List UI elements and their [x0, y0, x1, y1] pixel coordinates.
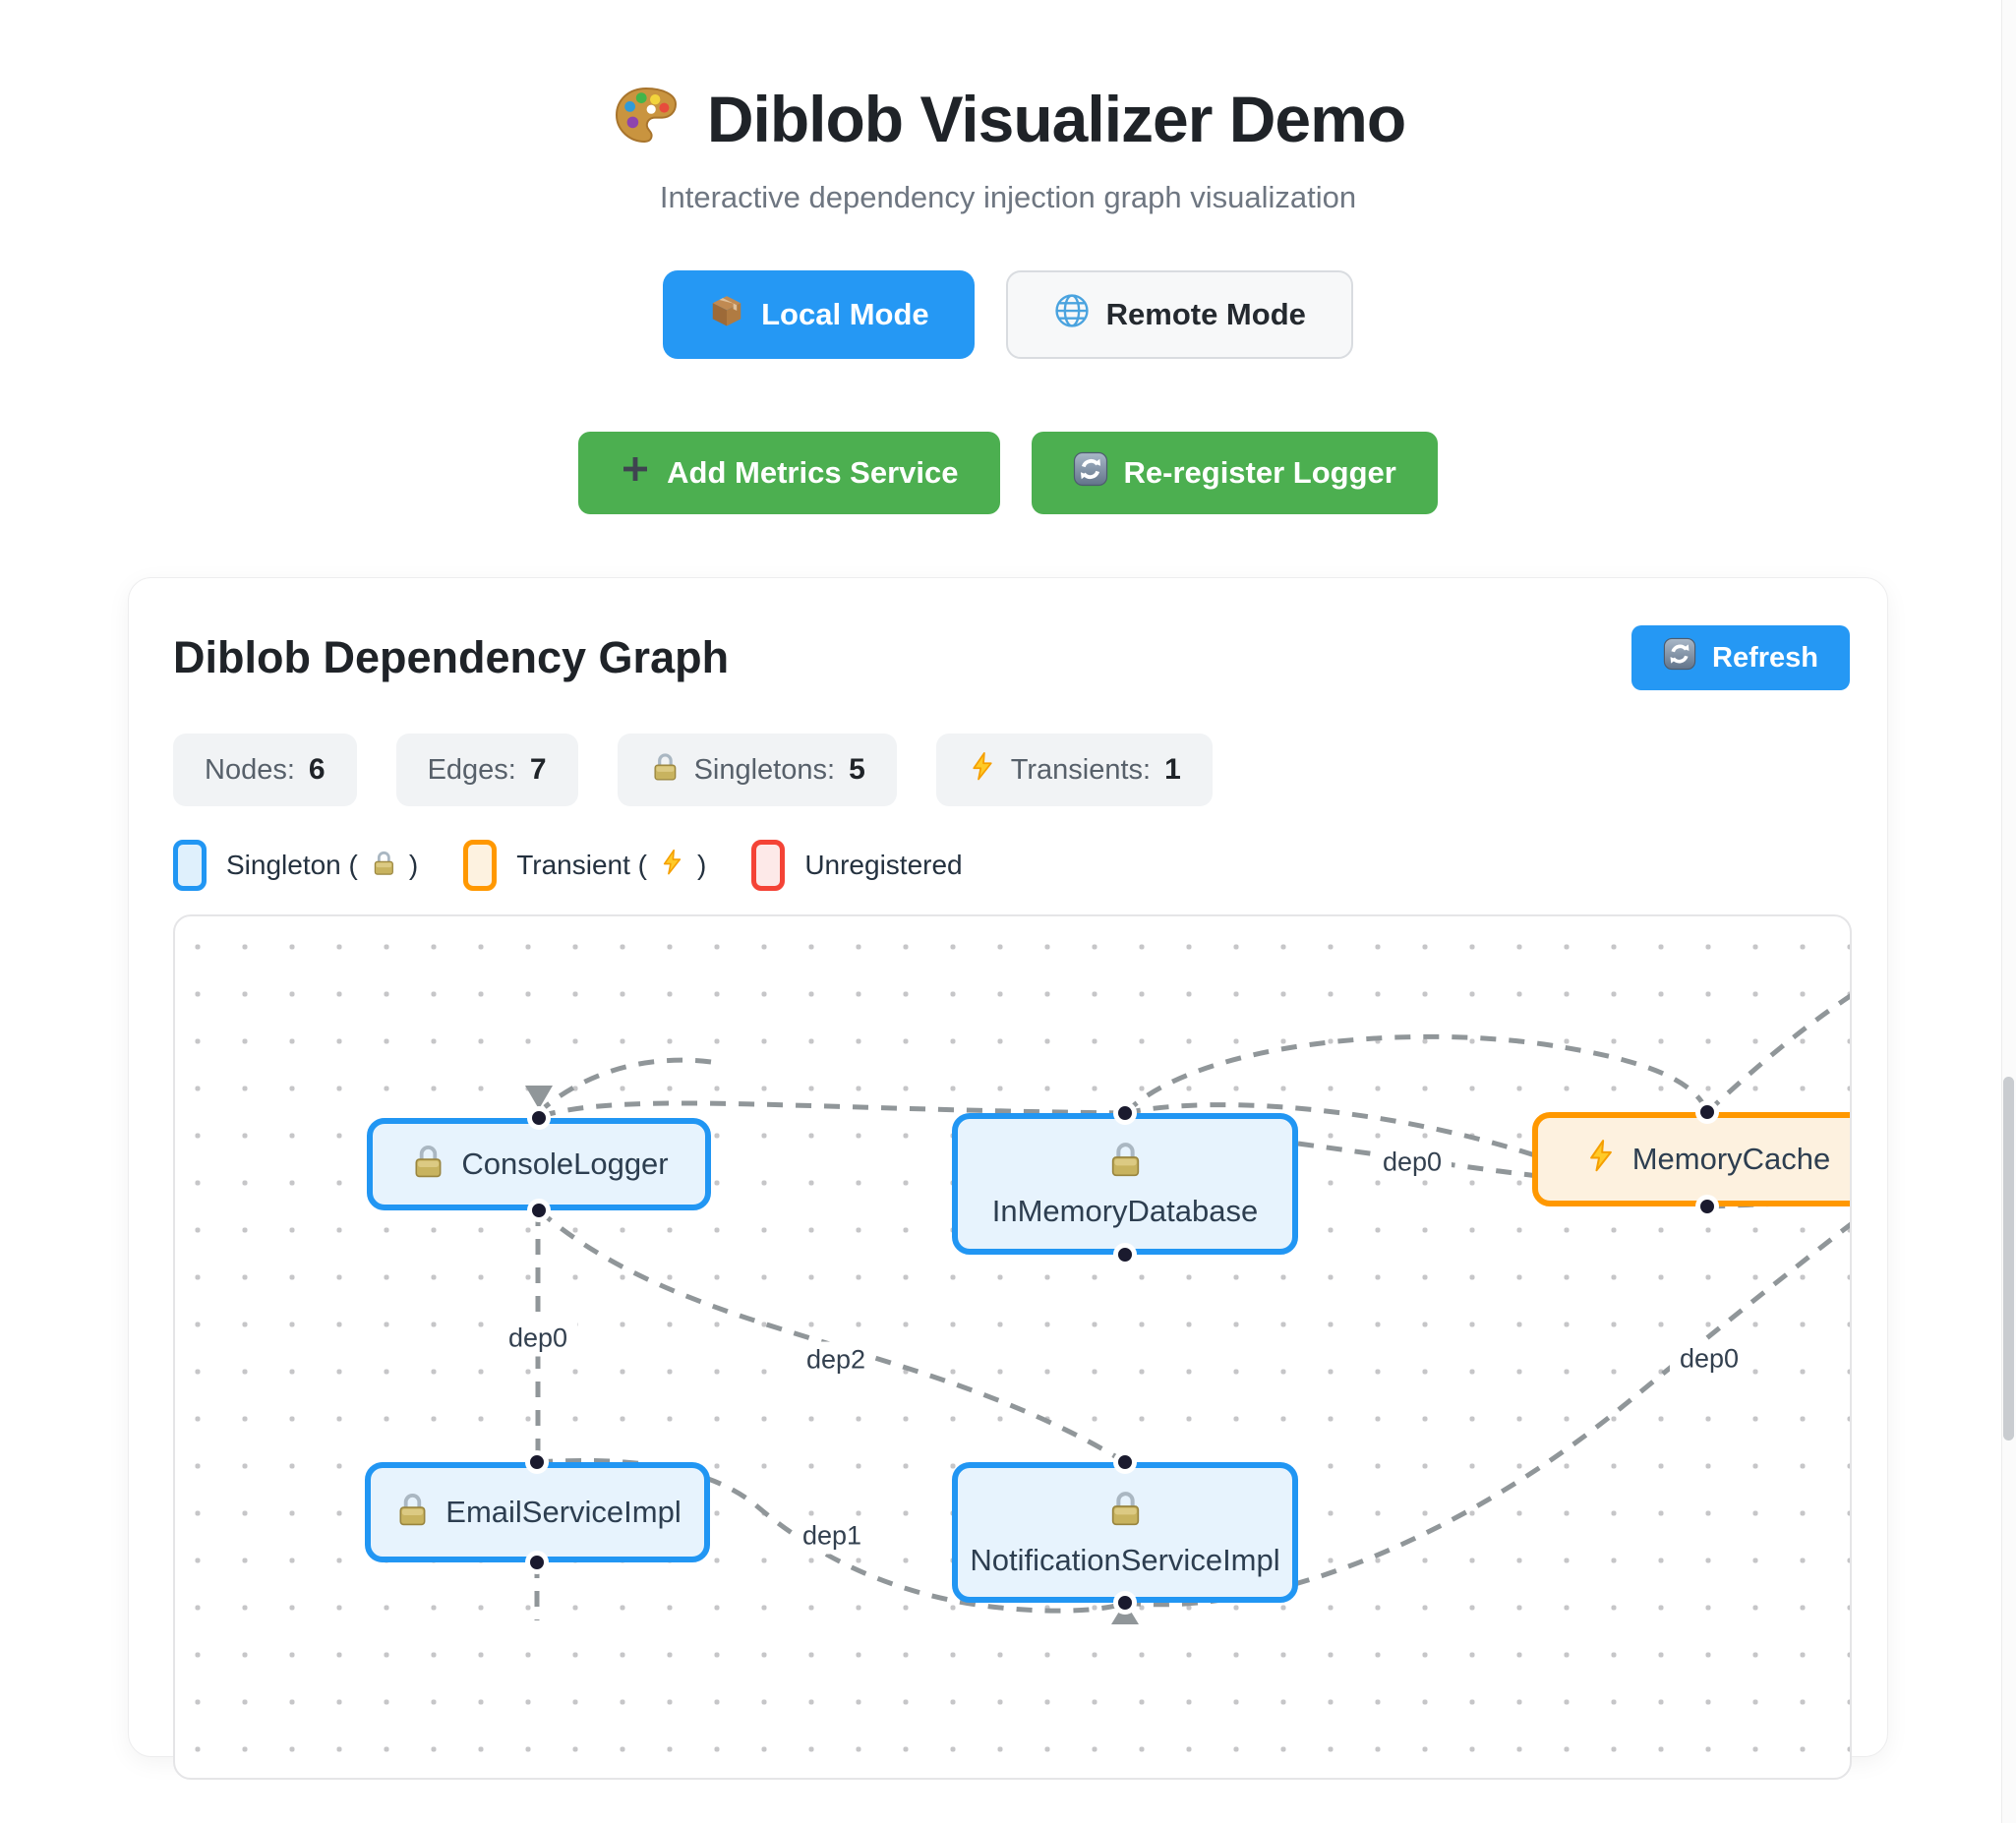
- page-scrollbar: [2001, 0, 2016, 1823]
- handle-consolelogger-bottom[interactable]: [527, 1199, 551, 1222]
- handle-emailserviceimpl-bottom[interactable]: [525, 1551, 549, 1574]
- palette-icon: [611, 81, 682, 156]
- page-title: Diblob Visualizer Demo: [706, 82, 1406, 155]
- handle-memorycache-bottom[interactable]: [1695, 1195, 1719, 1218]
- lightning-icon: [1584, 1139, 1618, 1180]
- lock-icon: [409, 1142, 446, 1187]
- edge-cache-top-out: [1705, 993, 1850, 1114]
- card-title: Diblob Dependency Graph: [173, 632, 730, 682]
- handle-emailserviceimpl-top[interactable]: [525, 1450, 549, 1474]
- lock-icon: [393, 1490, 431, 1535]
- refresh-icon: [1072, 450, 1108, 495]
- edge-label-dep0-logger-email: dep0: [498, 1320, 578, 1357]
- stat-edges: Edges: 7: [395, 734, 578, 806]
- graph-node-emailserviceimpl[interactable]: EmailServiceImpl: [365, 1462, 710, 1562]
- edge-logger-notification: [537, 1208, 1127, 1465]
- legend-singleton: Singleton ( ): [173, 840, 418, 891]
- singleton-swatch: [173, 840, 207, 891]
- mode-switcher: Local Mode Remote Mode: [0, 270, 2016, 359]
- page-subtitle: Interactive dependency injection graph v…: [659, 180, 1357, 214]
- lock-icon: [649, 750, 681, 790]
- legend-transient: Transient ( ): [463, 840, 706, 891]
- lock-icon: [1105, 1139, 1145, 1186]
- graph-edges: [525, 993, 1850, 1624]
- graph-node-notificationserviceimpl[interactable]: NotificationServiceImpl: [952, 1462, 1298, 1603]
- handle-inmemorydatabase-bottom[interactable]: [1113, 1243, 1137, 1266]
- handle-notificationserviceimpl-bottom[interactable]: [1113, 1591, 1137, 1615]
- transient-swatch: [463, 840, 498, 891]
- dependency-graph-card: Diblob Dependency Graph Refresh Nodes: 6…: [128, 577, 1888, 1780]
- remote-mode-button[interactable]: Remote Mode: [1005, 270, 1353, 359]
- graph-node-consolelogger[interactable]: ConsoleLogger: [367, 1118, 711, 1210]
- reregister-logger-button[interactable]: Re-register Logger: [1031, 432, 1438, 514]
- handle-notificationserviceimpl-top[interactable]: [1113, 1450, 1137, 1474]
- graph-node-inmemorydatabase[interactable]: InMemoryDatabase: [952, 1113, 1298, 1255]
- globe-icon: [1053, 292, 1091, 337]
- stat-nodes: Nodes: 6: [173, 734, 357, 806]
- edge-database-cache-arc: [1123, 1033, 1710, 1115]
- add-metrics-service-button[interactable]: Add Metrics Service: [578, 432, 1000, 514]
- handle-inmemorydatabase-top[interactable]: [1113, 1101, 1137, 1125]
- stat-transients: Transients: 1: [935, 734, 1213, 806]
- arrowhead-into-consolelogger: [525, 1086, 553, 1109]
- lock-icon: [1105, 1488, 1145, 1535]
- page-header: Diblob Visualizer Demo Interactive depen…: [0, 81, 2016, 514]
- stat-singletons: Singletons: 5: [617, 734, 897, 806]
- lock-icon: [370, 849, 397, 883]
- plus-icon: [620, 453, 651, 493]
- lightning-icon: [659, 849, 685, 882]
- action-buttons: Add Metrics Service Re-register Logger: [0, 432, 2016, 514]
- legend: Singleton ( ) Transient ( ) Unregistered: [173, 840, 1850, 891]
- stats-row: Nodes: 6 Edges: 7 Singletons: 5 Transien…: [173, 734, 1850, 806]
- edge-label-dep2: dep2: [796, 1341, 876, 1379]
- unregistered-swatch: [751, 840, 786, 891]
- refresh-button[interactable]: Refresh: [1631, 625, 1850, 690]
- graph-canvas[interactable]: ConsoleLogger InMemoryDatabase MemoryCac…: [173, 914, 1852, 1780]
- refresh-icon: [1662, 636, 1697, 678]
- edge-label-dep0-database-cache: dep0: [1372, 1144, 1453, 1181]
- legend-unregistered: Unregistered: [751, 840, 963, 891]
- graph-node-memorycache[interactable]: MemoryCache: [1532, 1112, 1850, 1206]
- handle-consolelogger-top[interactable]: [527, 1106, 551, 1130]
- package-icon: [708, 292, 745, 337]
- edge-database-logger: [540, 1100, 1126, 1119]
- local-mode-button[interactable]: Local Mode: [663, 270, 975, 359]
- edge-label-dep1: dep1: [792, 1517, 872, 1555]
- scrollbar-thumb[interactable]: [2003, 1077, 2014, 1441]
- lightning-icon: [968, 751, 997, 789]
- edge-label-dep0-notification-cache: dep0: [1669, 1340, 1749, 1378]
- edge-logger-top-curl: [543, 1057, 712, 1109]
- handle-memorycache-top[interactable]: [1695, 1100, 1719, 1124]
- edge-database-cache-upper: [1124, 1102, 1539, 1159]
